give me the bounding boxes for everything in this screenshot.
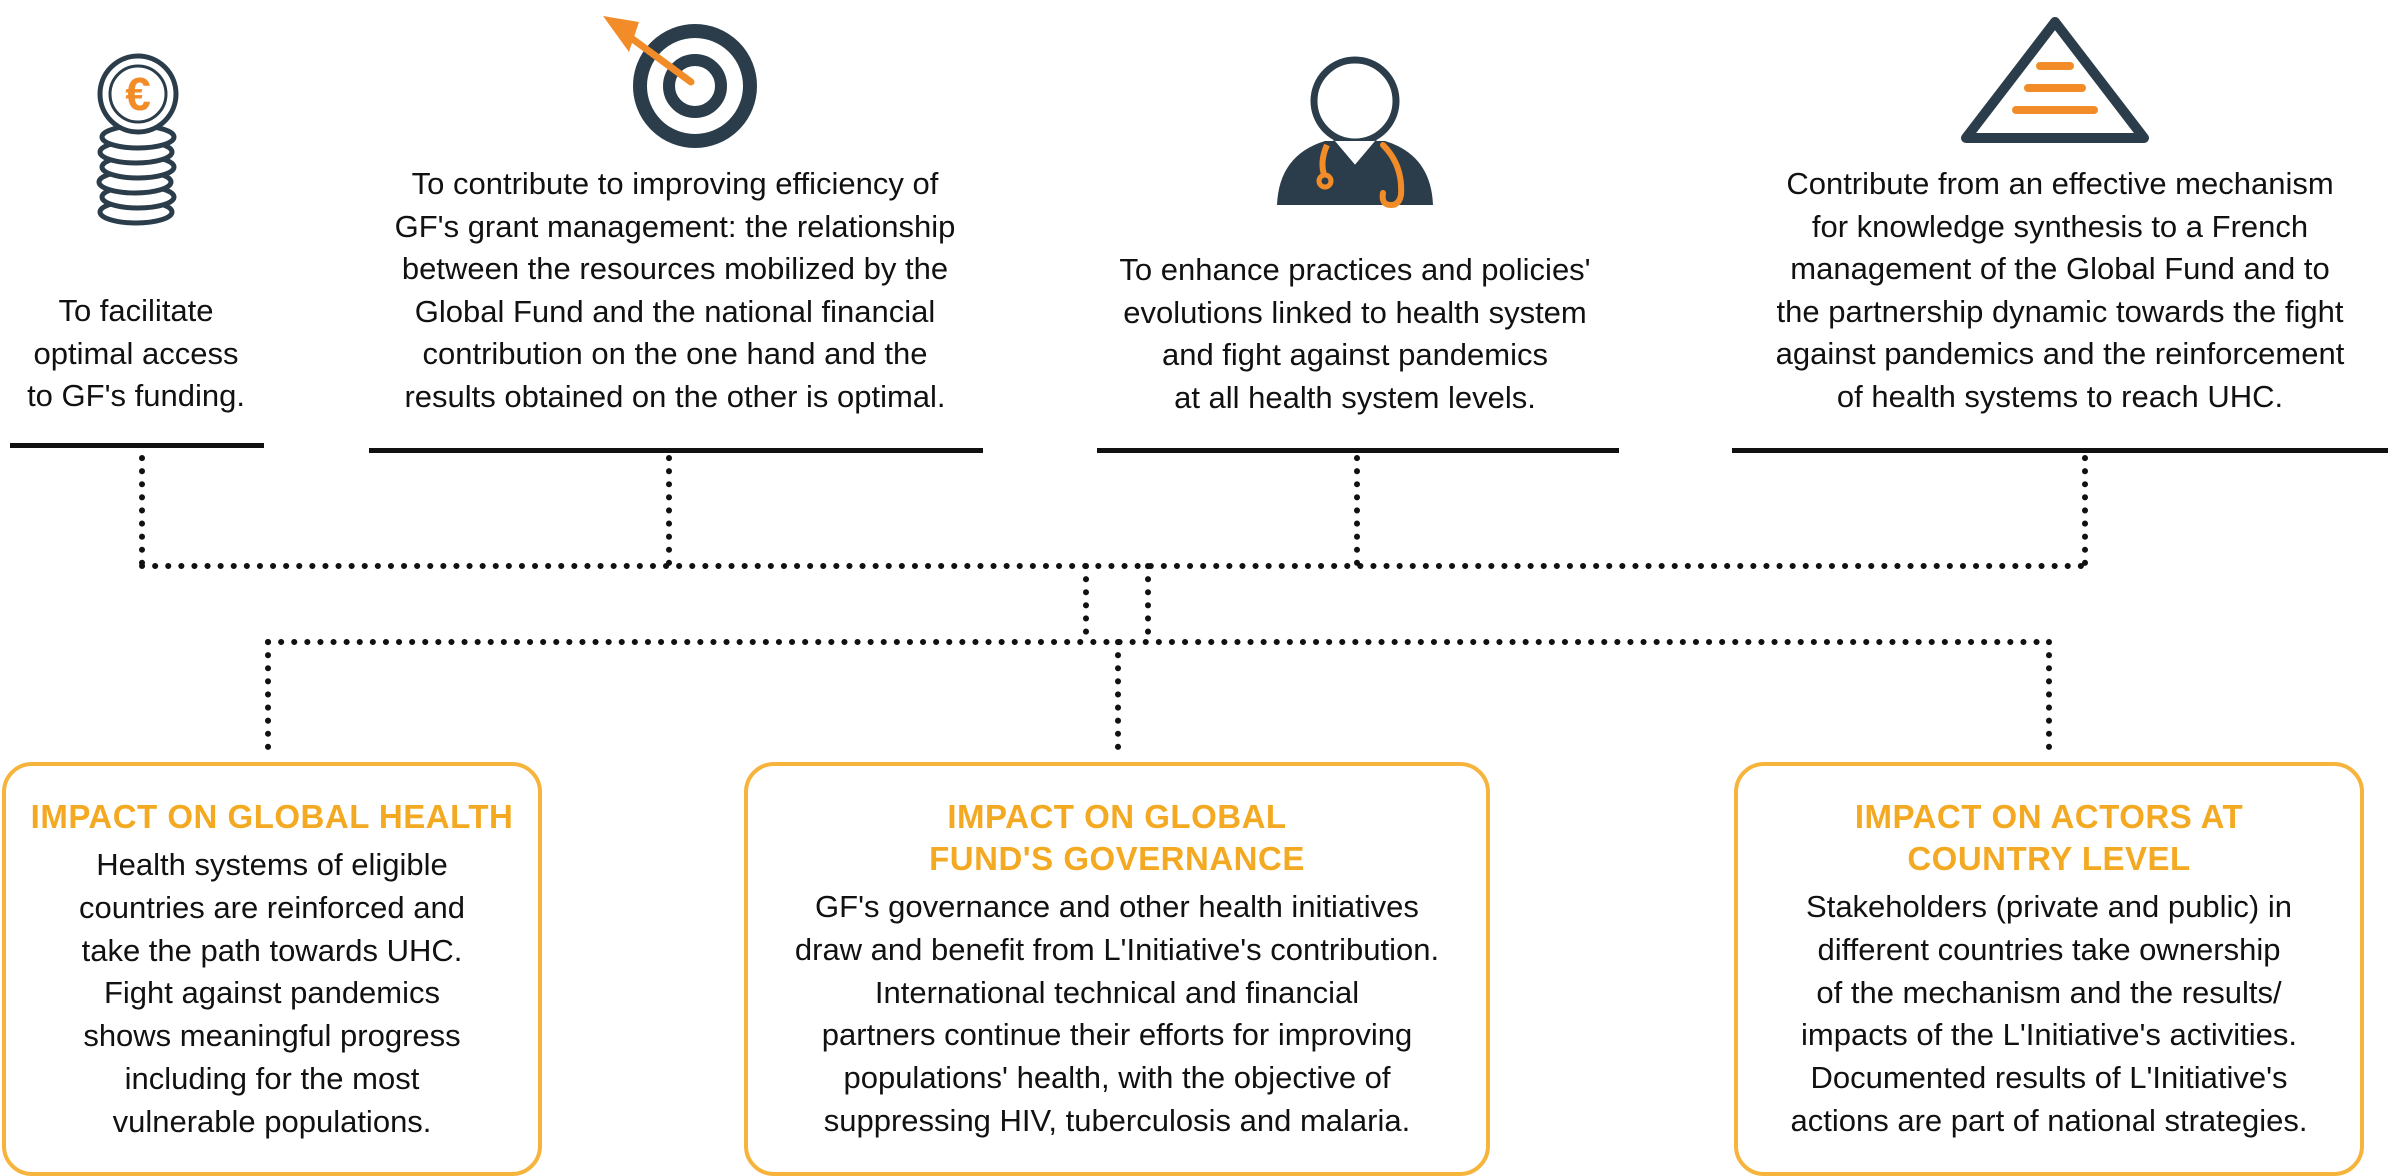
impact-governance-title: IMPACT ON GLOBAL FUND'S GOVERNANCE: [929, 798, 1305, 877]
euro-coin-stack-icon: €: [96, 53, 179, 226]
objective-4-rule: [1732, 448, 2388, 453]
doctor-stethoscope-icon: [1277, 56, 1433, 209]
objective-4-text: Contribute from an effective mechanism f…: [1775, 166, 2345, 414]
objective-2-text: To contribute to improving efficiency of…: [394, 166, 956, 414]
impact-country-actors-text: Stakeholders (private and public) in dif…: [1790, 889, 2308, 1138]
svg-text:€: €: [125, 68, 151, 120]
objective-1-rule: [10, 443, 264, 448]
impact-global-health-text: Health systems of eligible countries are…: [78, 847, 465, 1139]
objective-3-rule: [1097, 448, 1619, 453]
impact-governance-text: GF's governance and other health initiat…: [794, 889, 1440, 1138]
target-arrow-icon: [603, 16, 757, 148]
objective-3-text: To enhance practices and policies' evolu…: [1119, 252, 1591, 415]
impact-global-health-box: IMPACT ON GLOBAL HEALTH Health systems o…: [2, 762, 542, 1176]
impact-governance-box: IMPACT ON GLOBAL FUND'S GOVERNANCE GF's …: [744, 762, 1490, 1176]
impact-country-actors-box: IMPACT ON ACTORS AT COUNTRY LEVEL Stakeh…: [1734, 762, 2364, 1176]
objective-1-text: To facilitate optimal access to GF's fun…: [27, 293, 245, 413]
objective-2-rule: [369, 448, 983, 453]
impact-country-actors-title: IMPACT ON ACTORS AT COUNTRY LEVEL: [1854, 798, 2244, 877]
impact-global-health-title: IMPACT ON GLOBAL HEALTH: [30, 798, 514, 835]
pyramid-icon: [1961, 17, 2149, 143]
